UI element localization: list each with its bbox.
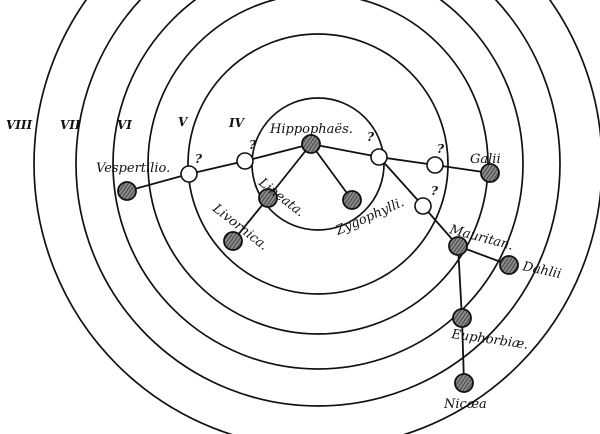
label-euphorbiae: Euphorbiæ. — [449, 327, 529, 353]
unknown-marker-2: ? — [249, 138, 257, 152]
node-vespertilio — [117, 181, 137, 201]
ring-viii — [33, 0, 600, 434]
label-dahlii: Dahlii — [520, 259, 562, 282]
ring-iv — [187, 33, 449, 295]
edge-mauritan-euphorbiae — [457, 245, 463, 319]
node-lineata — [258, 188, 278, 208]
ring-vii — [75, 0, 561, 407]
edge-main-left — [126, 143, 312, 192]
ring-labels: VIII VII VI V IV — [6, 115, 246, 132]
node-hippophaes — [301, 134, 321, 154]
edge-euphorbiae-nicaea — [461, 317, 465, 384]
ring-label-iv: IV — [228, 116, 246, 130]
unknown-node-5 — [414, 197, 432, 215]
edge-branch-lower — [378, 156, 424, 207]
unknown-marker-5: ? — [431, 184, 439, 198]
unknown-nodes: ? ? ? ? ? — [180, 130, 445, 215]
ring-iii — [251, 97, 385, 231]
edge-hippophaes-lineata — [267, 143, 312, 199]
node-dahlii — [499, 255, 519, 275]
node-livornica — [223, 231, 243, 251]
ring-vi — [112, 0, 524, 370]
unknown-marker-4: ? — [437, 142, 445, 156]
unknown-marker-3: ? — [367, 130, 375, 144]
label-hippophaes: Hippophaës. — [269, 122, 353, 137]
edge-main-right — [310, 143, 491, 174]
unknown-node-2 — [236, 152, 254, 170]
label-vespertilio: Vespertilio. — [96, 161, 170, 176]
node-mauritan — [448, 236, 468, 256]
label-galii: Galii — [470, 152, 501, 167]
node-zygophylli — [342, 190, 362, 210]
edge-hippophaes-zygophylli — [310, 143, 353, 201]
concentric-rings — [33, 0, 600, 434]
node-nicaea — [454, 373, 474, 393]
node-euphorbiae — [452, 308, 472, 328]
label-nicaea: Nicæa — [443, 397, 487, 412]
ring-label-viii: VIII — [6, 118, 33, 132]
unknown-node-4 — [426, 156, 444, 174]
ring-label-v: V — [178, 115, 189, 129]
unknown-node-1 — [180, 165, 198, 183]
ring-label-vii: VII — [60, 118, 81, 132]
species-nodes — [117, 134, 519, 393]
ring-label-vi: VI — [117, 118, 132, 132]
node-galii — [480, 163, 500, 183]
unknown-marker-1: ? — [195, 152, 203, 166]
unknown-node-3 — [370, 148, 388, 166]
